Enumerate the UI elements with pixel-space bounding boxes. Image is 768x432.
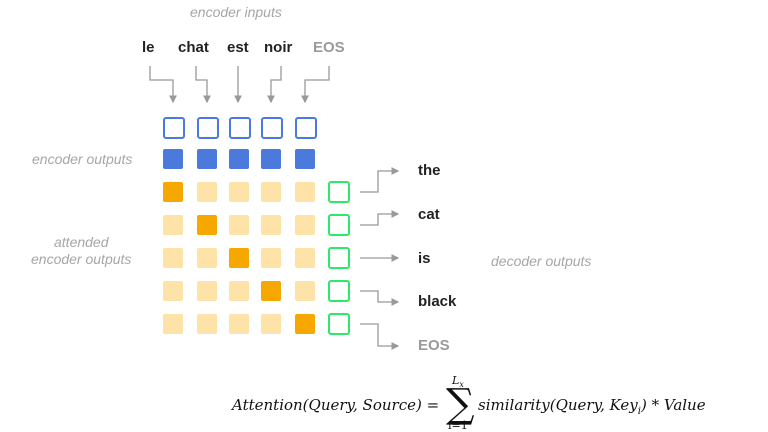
- sigma-symbol: ∑: [446, 381, 475, 427]
- decoder-outputs-label: decoder outputs: [491, 253, 592, 269]
- input-word: noir: [264, 39, 293, 56]
- output-arrow: [360, 290, 400, 306]
- attended-cell: [197, 281, 217, 301]
- formula-rhs: similarity(Query, Keyi) * Value: [478, 396, 706, 417]
- input-word: le: [142, 39, 155, 56]
- attended-cell-focus: [197, 215, 217, 235]
- encoder-output-cell: [261, 149, 281, 169]
- output-word: the: [418, 162, 441, 179]
- output-word: black: [418, 293, 457, 310]
- input-word-eos: EOS: [313, 39, 345, 56]
- encoder-input-cell: [197, 117, 219, 139]
- encoder-inputs-label: encoder inputs: [190, 4, 282, 20]
- formula-lhs: Attention(Query, Source) =: [232, 396, 440, 414]
- attended-cell: [163, 248, 183, 268]
- attended-cell-focus: [163, 182, 183, 202]
- formula-rhs-sub: i: [637, 406, 641, 417]
- attended-cell: [197, 314, 217, 334]
- formula-rhs-b: ) * Value: [640, 396, 706, 414]
- input-word: chat: [178, 39, 209, 56]
- attended-cell-focus: [261, 281, 281, 301]
- input-word: est: [227, 39, 249, 56]
- input-arrow: [267, 66, 282, 104]
- encoder-output-cell: [295, 149, 315, 169]
- attended-cell-focus: [229, 248, 249, 268]
- decoder-cell: [328, 280, 350, 302]
- attended-cell: [261, 314, 281, 334]
- attended-cell: [197, 182, 217, 202]
- output-arrow: [360, 323, 400, 350]
- encoder-outputs-label: encoder outputs: [32, 151, 133, 167]
- attended-cell: [229, 215, 249, 235]
- formula-rhs-a: similarity(Query, Key: [478, 396, 638, 414]
- encoder-input-cell: [229, 117, 251, 139]
- attended-cell: [261, 215, 281, 235]
- output-arrow: [360, 210, 400, 226]
- input-arrow: [195, 66, 211, 104]
- attended-cell: [295, 281, 315, 301]
- attended-label-line1: attended: [54, 234, 109, 250]
- decoder-cell: [328, 313, 350, 335]
- attended-cell: [163, 314, 183, 334]
- encoder-input-cell: [163, 117, 185, 139]
- formula-sum-upper-main: L: [452, 374, 460, 387]
- attended-cell: [295, 248, 315, 268]
- encoder-output-cell: [163, 149, 183, 169]
- attended-cell: [229, 182, 249, 202]
- attended-cell: [261, 248, 281, 268]
- input-arrow: [149, 66, 177, 104]
- encoder-input-cell: [295, 117, 317, 139]
- attended-cell-focus: [295, 314, 315, 334]
- attended-cell: [295, 182, 315, 202]
- decoder-cell: [328, 181, 350, 203]
- formula-sum-upper: Lx: [452, 374, 464, 389]
- attended-label-line2: encoder outputs: [31, 251, 132, 267]
- output-arrow: [360, 167, 400, 193]
- encoder-input-cell: [261, 117, 283, 139]
- formula-sum-lower: i=1: [448, 419, 468, 432]
- attention-formula: Attention(Query, Source) = Lx ∑ i=1 simi…: [232, 372, 752, 432]
- encoder-output-cell: [229, 149, 249, 169]
- attended-cell: [163, 215, 183, 235]
- attended-cell: [197, 248, 217, 268]
- attended-cell: [229, 314, 249, 334]
- encoder-output-cell: [197, 149, 217, 169]
- attended-cell: [163, 281, 183, 301]
- formula-sum-upper-sub: x: [459, 380, 464, 390]
- attended-cell: [261, 182, 281, 202]
- input-arrow: [301, 66, 330, 104]
- attended-cell: [229, 281, 249, 301]
- attended-cell: [295, 215, 315, 235]
- output-word: cat: [418, 206, 440, 223]
- decoder-cell: [328, 214, 350, 236]
- decoder-cell: [328, 247, 350, 269]
- output-word-eos: EOS: [418, 337, 450, 354]
- output-word: is: [418, 250, 431, 267]
